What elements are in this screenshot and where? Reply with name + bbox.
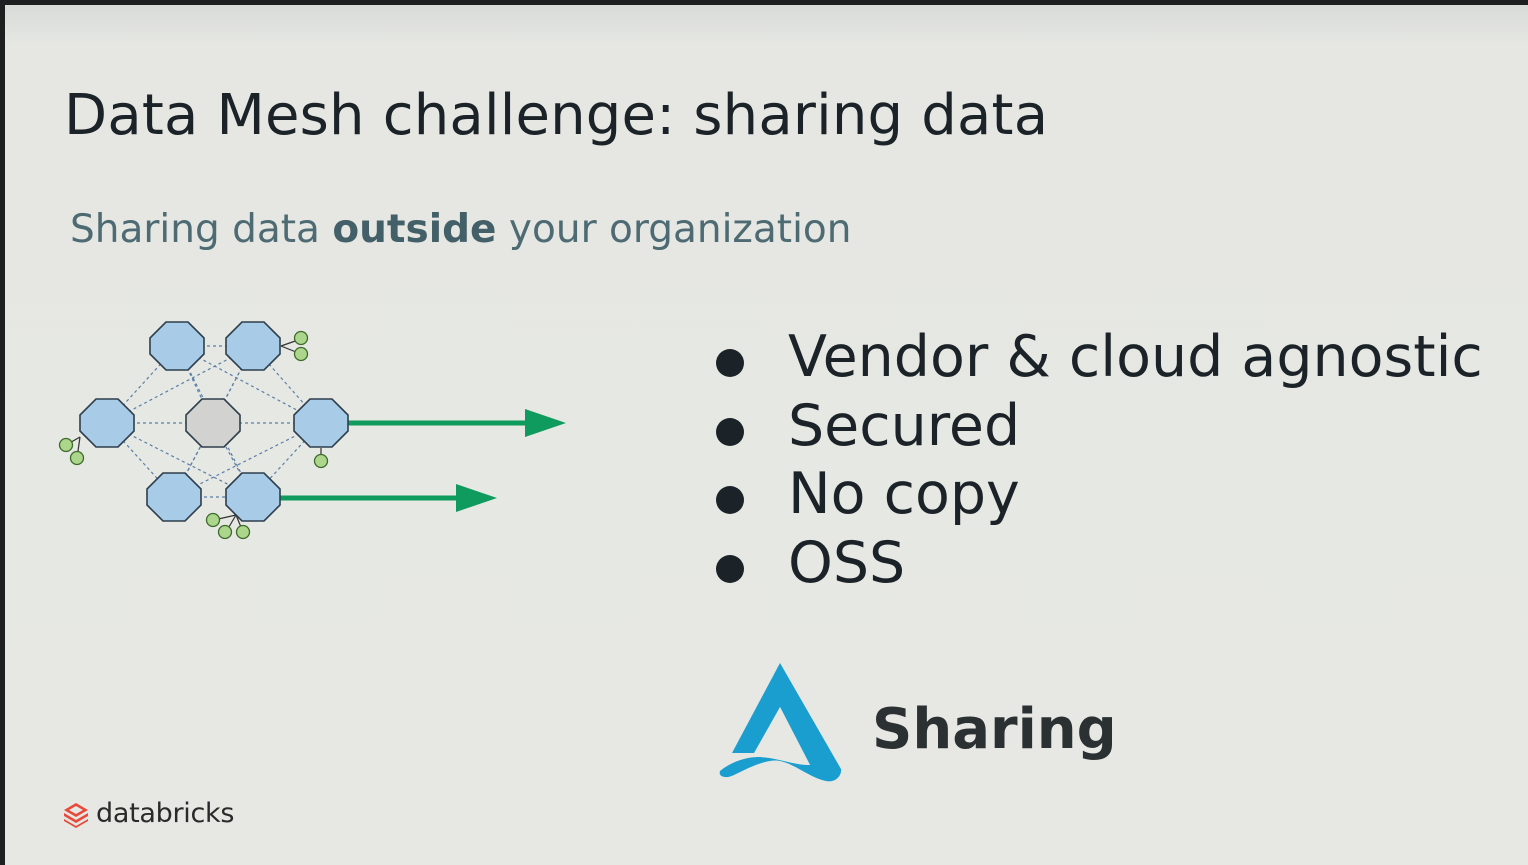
- feature-label: Secured: [788, 392, 1021, 459]
- brand-name: databricks: [96, 798, 235, 829]
- feature-list-item: OSS: [710, 529, 1483, 598]
- delta-sharing-logo-icon: [719, 663, 842, 782]
- databricks-logo-icon: [64, 802, 88, 828]
- feature-list-item: Vendor & cloud agnostic: [710, 323, 1483, 392]
- bullet-icon: [716, 417, 744, 446]
- subtitle-emphasis: outside: [332, 207, 497, 252]
- brand-footer: databricks: [62, 798, 234, 829]
- slide-subtitle: Sharing data outside your organization: [70, 207, 852, 252]
- bullet-icon: [716, 554, 744, 583]
- feature-label: No copy: [788, 461, 1020, 527]
- feature-list-item: Secured: [710, 392, 1483, 461]
- feature-list-item: No copy: [710, 460, 1483, 529]
- bullet-icon: [716, 486, 744, 514]
- subtitle-text-after: your organization: [496, 207, 852, 252]
- subtitle-text-before: Sharing data: [70, 207, 333, 252]
- data-mesh-diagram-icon: [58, 321, 566, 540]
- outbound-arrow-icon: [346, 409, 566, 437]
- product-label: Sharing: [872, 697, 1117, 762]
- bullet-icon: [716, 349, 744, 377]
- slide-title: Data Mesh challenge: sharing data: [64, 83, 1049, 148]
- outbound-arrow-icon: [278, 484, 497, 512]
- feature-list: Vendor & cloud agnostic Secured No copy …: [710, 323, 1483, 597]
- feature-label: Vendor & cloud agnostic: [788, 324, 1483, 390]
- slide: Data Mesh challenge: sharing data Sharin…: [5, 5, 1528, 865]
- feature-label: OSS: [788, 529, 906, 596]
